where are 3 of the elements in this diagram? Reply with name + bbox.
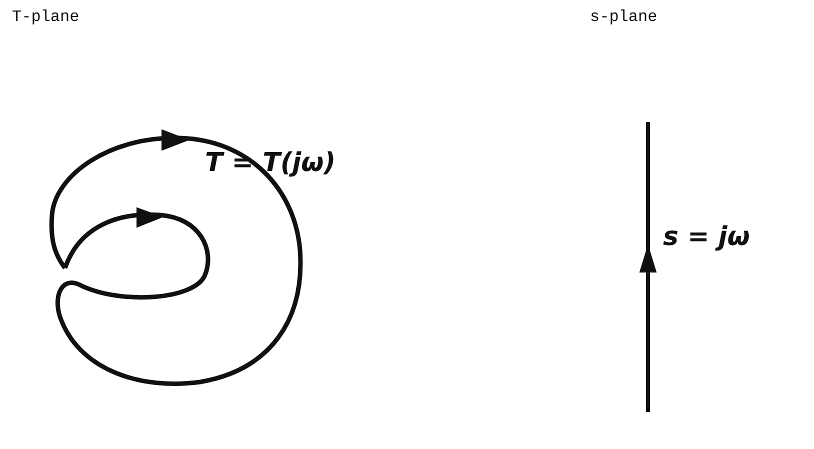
plane-title: s-plane [590, 8, 658, 26]
formula-label: s = jω [663, 222, 750, 252]
plane-title: T-plane [12, 8, 80, 26]
